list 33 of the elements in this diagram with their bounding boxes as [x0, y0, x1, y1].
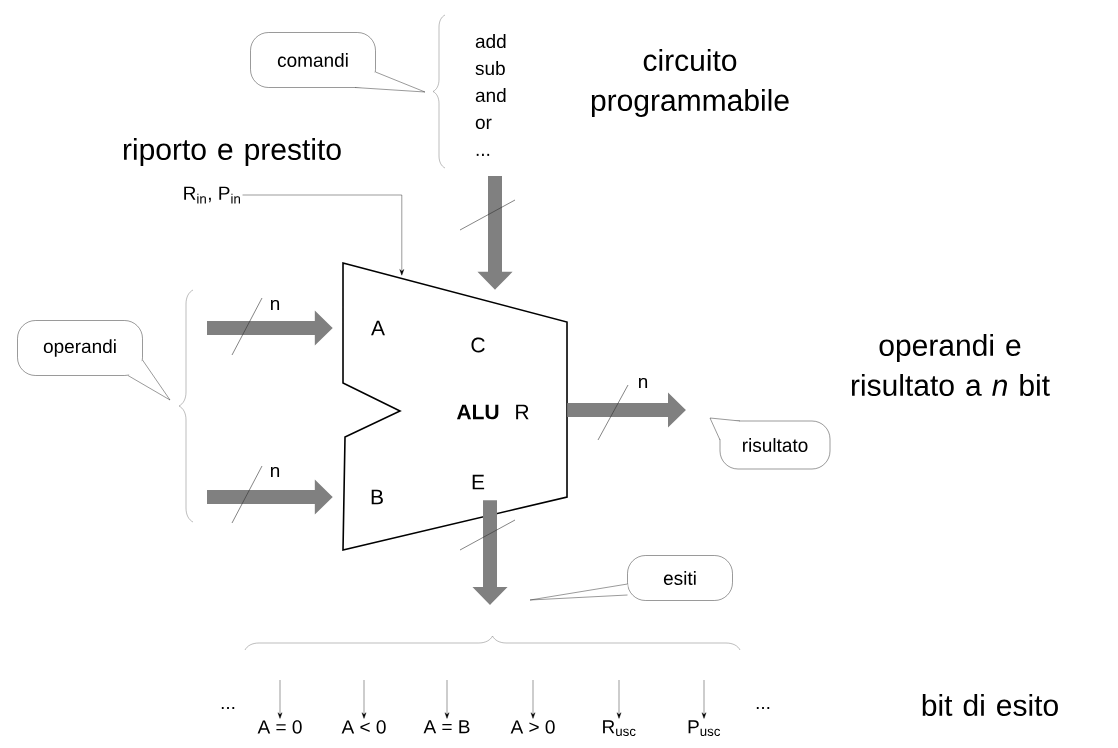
callout-bubble: comandi	[250, 32, 376, 88]
signal-label: R$_{in}$, P$_{in}$	[184, 186, 240, 204]
command-list: add sub and or ...	[475, 34, 506, 156]
flag-label: A < 0	[341, 720, 386, 734]
edge-label: n	[271, 299, 280, 311]
heading-label: circuito programmabile	[591, 49, 789, 117]
callout-bubble: risultato	[719, 420, 831, 470]
signal-arrow	[701, 679, 707, 719]
flag-label: P$_{usc}$	[688, 720, 721, 736]
signal-arrow	[530, 679, 536, 719]
signal-arrow	[616, 679, 622, 719]
signal-arrow	[277, 679, 283, 719]
dots: ...	[221, 707, 235, 710]
port-label: A	[371, 320, 385, 336]
flag-label: R$_{usc}$	[603, 720, 636, 736]
callout-bubble: esiti	[627, 555, 733, 601]
port-label: E	[472, 474, 485, 490]
edge-label: n	[271, 466, 280, 478]
port-label: R	[516, 404, 529, 420]
heading-label: bit di esito	[922, 694, 1058, 717]
signal-arrow	[444, 679, 450, 719]
port-label: C	[471, 337, 485, 353]
flag-label: A > 0	[510, 720, 555, 734]
signal-arrow	[361, 679, 367, 719]
callout-bubble: operandi	[17, 320, 143, 376]
dots: ...	[756, 707, 770, 710]
heading-label: riporto e prestito	[123, 138, 341, 166]
flag-label: A = B	[423, 720, 470, 734]
port-label: B	[371, 489, 383, 505]
alu-label: ALU	[456, 404, 499, 420]
signal-arrow	[242, 194, 405, 276]
flag-label: A = 0	[257, 720, 302, 734]
edge-label: n	[639, 377, 648, 389]
